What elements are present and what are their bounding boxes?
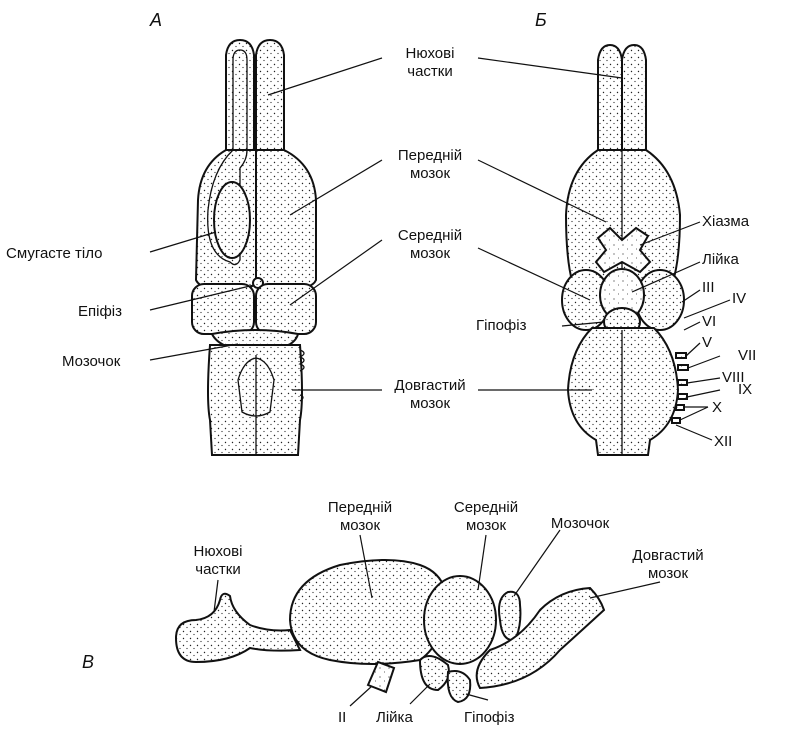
striate-body: [214, 182, 250, 258]
label-nerve-v: V: [702, 334, 712, 351]
label-midbrain-2: мозок: [410, 245, 451, 262]
medulla-a: [208, 345, 302, 455]
label-olfactory-1: Нюхові: [406, 45, 455, 62]
label-nerve-vii: VII: [738, 347, 756, 364]
brain-lateral-view: [176, 560, 604, 702]
midbrain-right-a: [256, 284, 316, 334]
label-medulla-c-1: Довгастий: [632, 547, 703, 564]
label-striatum: Смугасте тіло: [6, 245, 102, 262]
olfactory-lobe-right-b: [622, 45, 646, 150]
label-infundibulum-b: Лійка: [702, 251, 739, 268]
label-medulla-c-2: мозок: [648, 565, 689, 582]
label-olfactory-c-2: частки: [195, 561, 240, 578]
olfactory-lobe-left-b: [598, 45, 622, 150]
optic-nerve-c: [368, 662, 394, 692]
label-nerve-x: X: [712, 399, 722, 416]
label-nerve-vi: VI: [702, 313, 716, 330]
forebrain-right-a: [256, 150, 316, 290]
infundibulum-c: [420, 656, 449, 690]
label-olfactory-2: частки: [407, 63, 452, 80]
label-nerve-ii: II: [338, 709, 346, 726]
label-cerebellum-c: Мозочок: [551, 515, 610, 532]
label-epiphysis: Епіфіз: [78, 303, 122, 320]
label-forebrain-1: Передній: [398, 147, 462, 164]
brain-ventral-view: [562, 45, 688, 455]
medulla-b: [568, 328, 678, 455]
panel-label-a: А: [149, 10, 162, 30]
label-hypophysis-c: Гіпофіз: [464, 709, 515, 726]
label-nerve-iii: III: [702, 279, 715, 296]
cerebellum-c: [499, 592, 520, 640]
panel-label-b: Б: [535, 10, 547, 30]
olfactory-lobe-c: [176, 594, 300, 662]
label-chiasm: Хіазма: [702, 213, 750, 230]
label-medulla-1: Довгастий: [394, 377, 465, 394]
olfactory-lobe-right-a: [256, 40, 284, 150]
olfactory-lobe-left-a: [226, 40, 254, 150]
brain-dorsal-view: [192, 40, 316, 455]
hypophysis-c: [448, 671, 471, 702]
label-medulla-2: мозок: [410, 395, 451, 412]
panel-label-c: В: [82, 652, 94, 672]
label-infundibulum-c: Лійка: [376, 709, 413, 726]
label-nerve-xii: XII: [714, 433, 732, 450]
midbrain-c: [424, 576, 496, 664]
label-forebrain-2: мозок: [410, 165, 451, 182]
label-hypophysis-b: Гіпофіз: [476, 317, 527, 334]
label-nerve-iv: IV: [732, 290, 746, 307]
label-forebrain-c-1: Передній: [328, 499, 392, 516]
label-midbrain-c-1: Середній: [454, 499, 518, 516]
midbrain-left-a: [192, 284, 254, 334]
label-nerve-ix: IX: [738, 381, 752, 398]
medulla-c: [477, 588, 604, 688]
label-cerebellum-a: Мозочок: [62, 353, 121, 370]
label-midbrain-c-2: мозок: [466, 517, 507, 534]
label-midbrain-1: Середній: [398, 227, 462, 244]
label-olfactory-c-1: Нюхові: [194, 543, 243, 560]
label-forebrain-c-2: мозок: [340, 517, 381, 534]
